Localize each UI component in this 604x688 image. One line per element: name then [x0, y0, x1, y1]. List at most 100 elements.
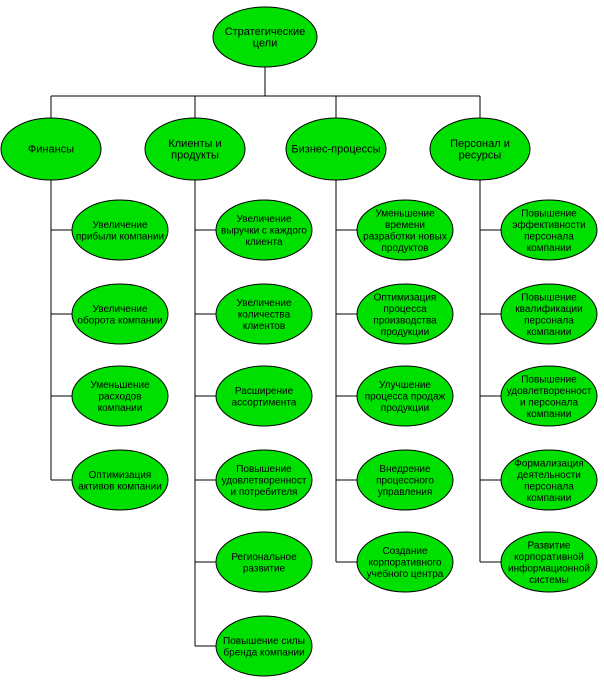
root-node-label-line: Стратегические: [225, 26, 306, 38]
goal-node-personnel-label-line: Повышение: [521, 292, 577, 303]
goal-node-personnel-shape: [500, 365, 598, 427]
goal-node-finance-label-line: Увеличение: [92, 220, 148, 231]
goal-node-business-label-line: Создание: [382, 546, 428, 557]
goal-node-personnel-label-line: информационной: [508, 562, 590, 574]
goal-node-clients-shape: [215, 615, 313, 677]
goal-node-business-label-line: Уменьшение: [375, 208, 435, 219]
goal-node-business-label-line: учебного центра: [367, 568, 444, 580]
goal-node-finance-shape: [71, 199, 169, 261]
goal-node-business-shape: [356, 365, 454, 427]
goal-node-personnel-shape: [500, 531, 598, 593]
goal-node-finance-label-line: компании: [98, 403, 143, 414]
goal-node-personnel-label-line: деятельности: [517, 470, 581, 481]
goal-node-personnel-label-line: системы: [529, 575, 569, 586]
goal-node-business-label-line: продукции: [381, 403, 429, 414]
goal-node-finance-label-line: Оптимизация: [89, 470, 152, 481]
goal-node-personnel-shape: [500, 283, 598, 345]
goal-node-finance-shape: [71, 283, 169, 345]
tree-nodes: СтратегическиецелиФинансыУвеличениеприбы…: [0, 6, 598, 677]
goal-node-business-label-line: корпоративного: [368, 558, 441, 569]
root-node-shape: [212, 6, 318, 68]
goal-node-personnel-label-line: компании: [527, 327, 572, 338]
goal-node-clients-label-line: развитие: [243, 563, 286, 574]
category-node-business-label-line: Бизнес-процессы: [291, 144, 380, 156]
goal-node-clients-label-line: клиентов: [243, 321, 285, 332]
goal-node-clients-label-line: Повышение: [236, 464, 292, 475]
goal-node-personnel-label-line: эффективности: [512, 219, 585, 231]
goal-node-clients-label-line: клиента: [245, 237, 282, 248]
goal-node-business-shape: [356, 449, 454, 511]
goal-node-personnel-label-line: Повышение: [521, 374, 577, 385]
goal-node-business-label-line: Внедрение: [379, 464, 431, 475]
goal-node-business-label-line: продуктов: [382, 243, 429, 254]
category-node-business[interactable]: Бизнес-процессы: [285, 117, 387, 181]
goal-node-business-label-line: разработки новых: [363, 230, 447, 242]
goal-node-clients-shape: [215, 531, 313, 593]
goal-node-personnel-label-line: корпоративной: [514, 552, 584, 563]
goal-node-clients-label-line: количества: [238, 310, 291, 321]
goal-node-business-shape: [356, 531, 454, 593]
goal-node-finance-label-line: прибыли компании: [76, 230, 164, 242]
goal-node-business-label-line: продукции: [381, 327, 429, 338]
goal-node-personnel[interactable]: Развитиекорпоративнойинформационнойсисте…: [500, 531, 598, 593]
connector-lines: [50, 67, 501, 647]
category-node-finance-shape: [0, 117, 102, 181]
goal-node-finance-label-line: оборота компании: [77, 314, 162, 326]
goal-node-personnel-label-line: компании: [527, 493, 572, 504]
goal-node-personnel-label-line: Формализация: [514, 458, 583, 469]
root-node-label-line: цели: [253, 37, 278, 49]
category-node-personnel-shape: [429, 117, 531, 181]
goal-node-business-label-line: времени: [385, 220, 425, 231]
goal-node-clients-label-line: выручки с каждого: [221, 226, 307, 237]
goal-node-clients-shape: [215, 365, 313, 427]
goal-node-personnel[interactable]: Формализациядеятельностиперсоналакомпани…: [500, 449, 598, 511]
category-node-clients-label-line: продукты: [171, 149, 219, 161]
goal-node-personnel-label-line: и персонала: [520, 397, 578, 408]
goal-node-clients-label-line: бренда компании: [223, 646, 304, 658]
goal-node-business-label-line: процесса: [383, 304, 427, 315]
goal-node-clients-label-line: Повышение силы: [223, 636, 305, 647]
goal-node-finance-shape: [71, 449, 169, 511]
goal-node-clients-label-line: Региональное: [231, 552, 297, 563]
goal-node-clients-label-line: Увеличение: [236, 214, 292, 225]
goal-node-business-label-line: процесса продаж: [365, 392, 446, 403]
goal-node-business-label-line: Оптимизация: [374, 292, 437, 303]
goal-node-finance-label-line: Увеличение: [92, 304, 148, 315]
goal-node-business-label-line: производства: [373, 315, 437, 326]
goal-node-business-label-line: процессного: [376, 476, 434, 487]
category-node-clients-shape: [144, 117, 246, 181]
goal-node-business-shape: [356, 283, 454, 345]
goal-node-personnel-shape: [500, 199, 598, 261]
goal-node-personnel-label-line: персонала: [524, 315, 574, 326]
goal-node-clients-shape: [215, 449, 313, 511]
goal-node-personnel-label-line: компании: [527, 243, 572, 254]
goal-node-clients-label-line: и потребителя: [231, 486, 298, 498]
goal-node-personnel-label-line: Развитие: [528, 540, 571, 551]
category-node-business-shape: [285, 117, 387, 181]
goal-node-personnel-label-line: удовлетворенност: [507, 386, 592, 397]
category-node-finance[interactable]: Финансы: [0, 117, 102, 181]
goal-node-personnel-label-line: компании: [527, 409, 572, 420]
